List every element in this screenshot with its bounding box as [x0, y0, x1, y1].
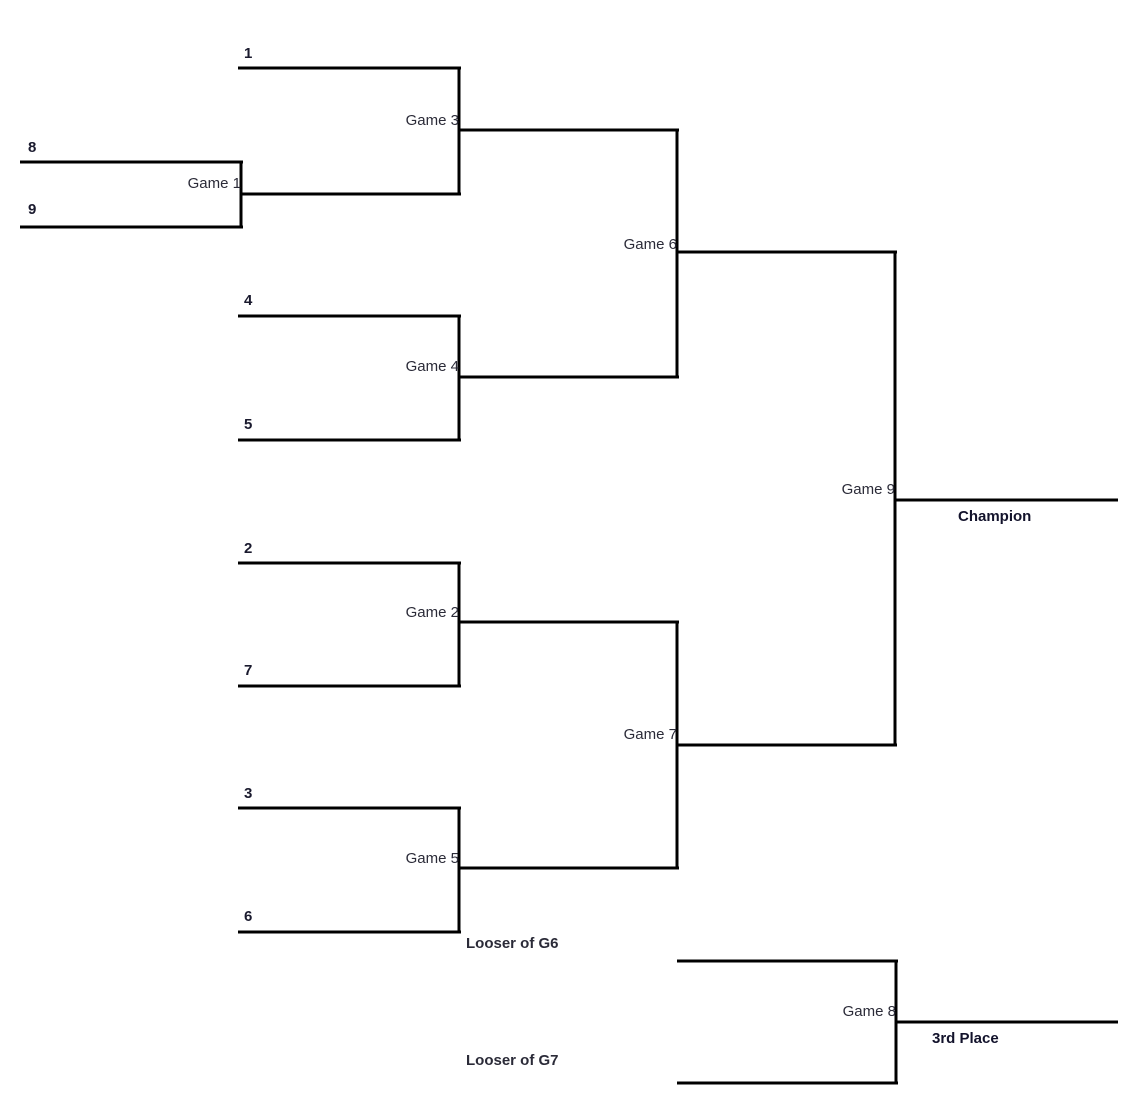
seed-label-5: 5 — [244, 416, 253, 433]
seed-label-8: 8 — [28, 139, 37, 156]
outcome-label-3rd-place: 3rd Place — [932, 1030, 999, 1047]
outcome-label-champion: Champion — [958, 508, 1032, 525]
game-label-game-3: Game 3 — [405, 112, 459, 129]
feeder-label-looser-of-g7: Looser of G7 — [466, 1052, 559, 1069]
seed-label-1: 1 — [244, 45, 253, 62]
seed-label-3: 3 — [244, 785, 253, 802]
feeder-label-looser-of-g6: Looser of G6 — [466, 935, 559, 952]
game-label-game-2: Game 2 — [405, 604, 459, 621]
seed-label-9: 9 — [28, 201, 37, 218]
game-label-game-4: Game 4 — [405, 358, 459, 375]
game-label-game-7: Game 7 — [623, 726, 677, 743]
horizontal-connector-lines — [20, 66, 1118, 1085]
seed-label-6: 6 — [244, 908, 253, 925]
vertical-connector-lines — [239, 67, 898, 1084]
seed-label-7: 7 — [244, 662, 253, 679]
seed-label-4: 4 — [244, 292, 253, 309]
game-label-game-9: Game 9 — [841, 481, 895, 498]
game-label-game-6: Game 6 — [623, 236, 677, 253]
game-label-game-5: Game 5 — [405, 850, 459, 867]
game-label-game-8: Game 8 — [842, 1003, 896, 1020]
seed-label-2: 2 — [244, 540, 253, 557]
game-label-game-1: Game 1 — [187, 175, 241, 192]
